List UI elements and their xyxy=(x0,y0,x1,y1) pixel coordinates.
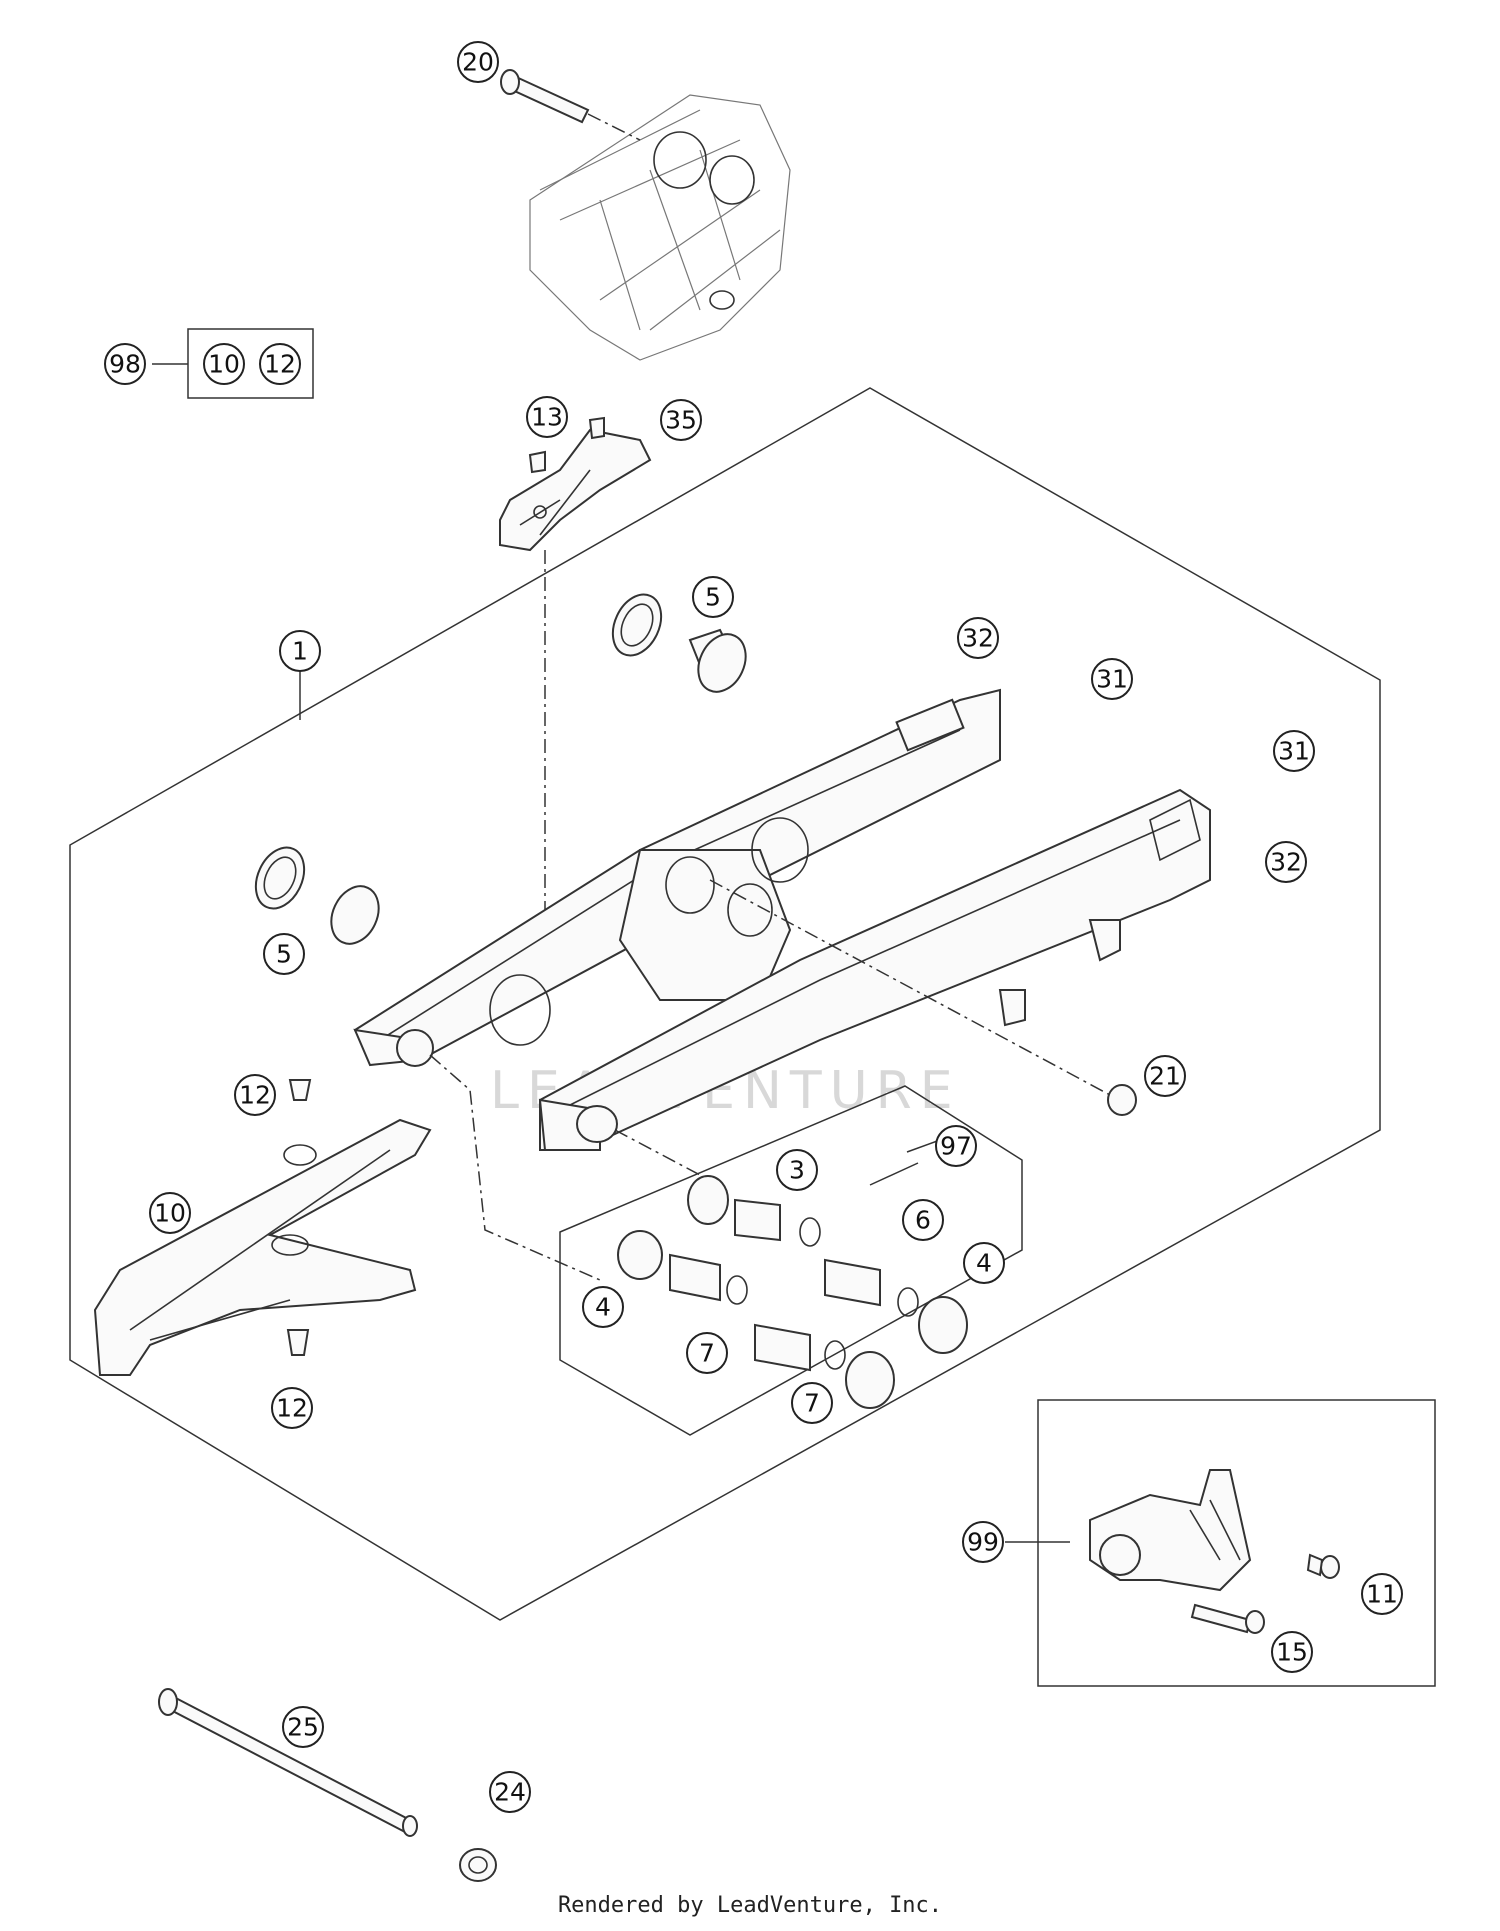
left-pivot-axis-line xyxy=(429,1054,601,1281)
svg-text:98: 98 xyxy=(109,350,141,379)
callout-31[interactable]: 31 xyxy=(1273,730,1315,772)
nut-21-part xyxy=(1107,1084,1137,1116)
swingarm-kit-border xyxy=(69,387,1381,1621)
callout-15[interactable]: 15 xyxy=(1271,1631,1313,1673)
callout-12[interactable]: 12 xyxy=(234,1074,276,1116)
bracket-screws xyxy=(528,416,605,474)
left-bushings-part xyxy=(254,846,380,945)
svg-text:97: 97 xyxy=(940,1132,972,1161)
svg-text:35: 35 xyxy=(665,406,697,435)
svg-text:32: 32 xyxy=(1270,848,1302,877)
swingarm-part xyxy=(353,688,1211,1151)
svg-text:12: 12 xyxy=(264,350,296,379)
chain-slider-part xyxy=(93,1118,432,1376)
svg-text:7: 7 xyxy=(699,1339,715,1368)
svg-text:7: 7 xyxy=(804,1389,820,1418)
callout-4[interactable]: 4 xyxy=(582,1286,624,1328)
svg-text:13: 13 xyxy=(531,403,563,432)
callout-7[interactable]: 7 xyxy=(686,1332,728,1374)
callout-99[interactable]: 99 xyxy=(962,1521,1004,1563)
upper-bushings-part xyxy=(611,593,747,693)
callout-7[interactable]: 7 xyxy=(791,1382,833,1424)
chain-guide-bracket-part xyxy=(499,428,652,552)
svg-text:10: 10 xyxy=(154,1199,186,1228)
callout-leaders xyxy=(299,671,941,1186)
svg-text:11: 11 xyxy=(1366,1580,1398,1609)
callout-1[interactable]: 1 xyxy=(279,630,321,672)
callout-25[interactable]: 25 xyxy=(282,1706,324,1748)
svg-text:1: 1 xyxy=(292,637,308,666)
svg-text:12: 12 xyxy=(239,1081,271,1110)
bearing-kit-97-border xyxy=(559,1085,1023,1436)
svg-text:20: 20 xyxy=(462,48,494,77)
callout-32[interactable]: 32 xyxy=(1265,841,1307,883)
footer-credit: Rendered by LeadVenture, Inc. xyxy=(557,1893,943,1918)
right-pivot-axis-line xyxy=(614,1129,701,1176)
svg-text:31: 31 xyxy=(1096,665,1128,694)
svg-text:5: 5 xyxy=(705,583,721,612)
svg-text:6: 6 xyxy=(915,1206,931,1235)
callout-20[interactable]: 20 xyxy=(457,41,499,83)
svg-text:99: 99 xyxy=(967,1528,999,1557)
callout-13[interactable]: 13 xyxy=(526,396,568,438)
callout-5[interactable]: 5 xyxy=(263,933,305,975)
svg-text:25: 25 xyxy=(287,1713,319,1742)
chain-guide-kit-99-box xyxy=(1037,1399,1436,1687)
frame-section-sketch xyxy=(529,94,791,361)
svg-text:24: 24 xyxy=(494,1778,526,1807)
callout-31[interactable]: 31 xyxy=(1091,658,1133,700)
svg-text:3: 3 xyxy=(789,1156,805,1185)
callout-11[interactable]: 11 xyxy=(1361,1573,1403,1615)
callout-21[interactable]: 21 xyxy=(1144,1055,1186,1097)
callout-24[interactable]: 24 xyxy=(489,1771,531,1813)
callout-97[interactable]: 97 xyxy=(935,1125,977,1167)
svg-text:4: 4 xyxy=(595,1293,611,1322)
callout-12[interactable]: 12 xyxy=(259,343,301,385)
svg-text:4: 4 xyxy=(976,1249,992,1278)
callout-3[interactable]: 3 xyxy=(776,1149,818,1191)
callout-12[interactable]: 12 xyxy=(271,1387,313,1429)
svg-text:32: 32 xyxy=(962,624,994,653)
svg-text:15: 15 xyxy=(1276,1638,1308,1667)
svg-text:12: 12 xyxy=(276,1394,308,1423)
callout-32[interactable]: 32 xyxy=(957,617,999,659)
callout-10[interactable]: 10 xyxy=(203,343,245,385)
callout-98[interactable]: 98 xyxy=(104,343,146,385)
svg-text:5: 5 xyxy=(276,940,292,969)
swingarm-axle-part xyxy=(158,1688,418,1837)
slider-screws xyxy=(286,1079,312,1356)
callout-6[interactable]: 6 xyxy=(902,1199,944,1241)
pivot-bolt-part xyxy=(500,69,590,124)
callout-5[interactable]: 5 xyxy=(692,576,734,618)
svg-text:21: 21 xyxy=(1149,1062,1181,1091)
shock-axis-line xyxy=(709,879,1111,1096)
svg-text:31: 31 xyxy=(1278,737,1310,766)
bearing-kit-parts xyxy=(617,1175,968,1409)
svg-text:10: 10 xyxy=(208,350,240,379)
callout-4[interactable]: 4 xyxy=(963,1242,1005,1284)
chain-guide-bolts xyxy=(1190,1553,1340,1634)
chain-guide-part xyxy=(1089,1469,1252,1592)
axle-nut-part xyxy=(459,1848,497,1882)
callout-10[interactable]: 10 xyxy=(149,1192,191,1234)
callout-35[interactable]: 35 xyxy=(660,399,702,441)
bolt-axis-line xyxy=(587,113,641,141)
